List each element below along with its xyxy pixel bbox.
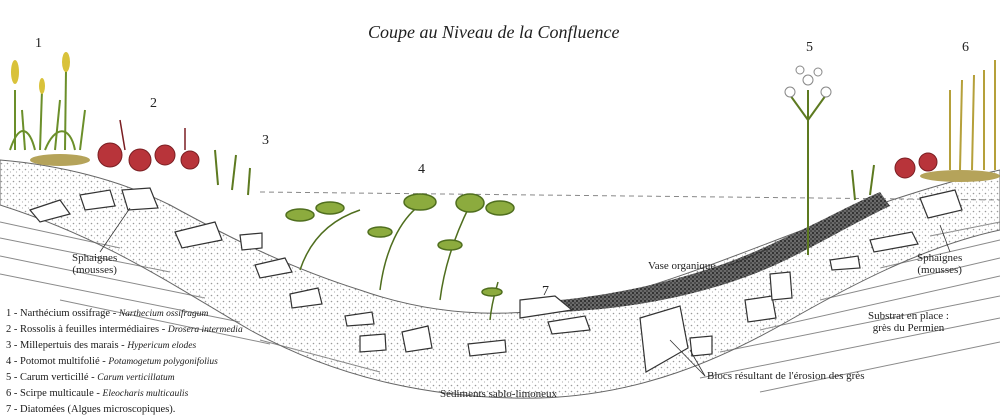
legend-scientific: Narthecium ossifragum — [119, 309, 208, 319]
legend-common: 1 - Narthécium ossifrage - — [6, 308, 119, 319]
label-sphaignes-left: Sphaignes (mousses) — [72, 252, 117, 276]
label-sediments: Sédiments sablo-limoneux — [440, 388, 557, 400]
legend-scientific: Carum verticillatum — [97, 373, 174, 383]
plants-hypericum — [215, 150, 874, 200]
legend-row: 1 - Narthécium ossifrage - Narthecium os… — [6, 306, 243, 322]
marker-2: 2 — [150, 96, 157, 112]
label-sphaignes-left-line2: (mousses) — [72, 264, 117, 276]
marker-4: 4 — [418, 162, 425, 178]
marker-6: 6 — [962, 40, 969, 56]
label-substrat-line1: Substrat en place : — [868, 310, 949, 322]
legend-common: 2 - Rossolis à feuilles intermédiaires - — [6, 324, 168, 335]
legend-scientific: Potamogetum polygonifolius — [108, 357, 218, 367]
label-blocs: Blocs résultant de l'érosion des grès — [707, 370, 864, 382]
species-legend: 1 - Narthécium ossifrage - Narthecium os… — [6, 306, 243, 418]
plants-narthecium — [10, 70, 85, 150]
label-sphaignes-right-line2: (mousses) — [917, 264, 962, 276]
diagram-title: Coupe au Niveau de la Confluence — [368, 22, 619, 43]
sphagnum-clumps — [30, 154, 1000, 182]
label-vase: Vase organique — [648, 260, 715, 272]
marker-5: 5 — [806, 40, 813, 56]
marker-7: 7 — [542, 284, 549, 300]
plants-drosera — [98, 143, 937, 178]
label-sphaignes-right: Sphaignes (mousses) — [917, 252, 962, 276]
drosera-stems — [120, 120, 185, 150]
legend-common: 7 - Diatomées (Algues microscopiques). — [6, 404, 175, 415]
legend-row: 4 - Potomot multifolié - Potamogetum pol… — [6, 354, 243, 370]
legend-common: 6 - Scirpe multicaule - — [6, 388, 103, 399]
marker-3: 3 — [262, 133, 269, 149]
label-sphaignes-right-line1: Sphaignes — [917, 252, 962, 264]
legend-row: 3 - Millepertuis des marais - Hypericum … — [6, 338, 243, 354]
plants-eleocharis — [950, 60, 995, 170]
legend-common: 3 - Millepertuis des marais - — [6, 340, 127, 351]
legend-scientific: Hypericum elodes — [127, 341, 196, 351]
legend-scientific: Drosera intermedia — [168, 325, 243, 335]
legend-row: 2 - Rossolis à feuilles intermédiaires -… — [6, 322, 243, 338]
legend-scientific: Eleocharis multicaulis — [103, 389, 189, 399]
flowers-narthecium — [11, 52, 70, 94]
label-substrat: Substrat en place : grès du Permien — [868, 310, 949, 334]
legend-row: 6 - Scirpe multicaule - Eleocharis multi… — [6, 386, 243, 402]
marker-1: 1 — [35, 36, 42, 52]
legend-common: 4 - Potomot multifolié - — [6, 356, 108, 367]
water-line — [260, 192, 1000, 200]
legend-row: 5 - Carum verticillé - Carum verticillat… — [6, 370, 243, 386]
legend-common: 5 - Carum verticillé - — [6, 372, 97, 383]
legend-row: 7 - Diatomées (Algues microscopiques). — [6, 402, 243, 418]
label-substrat-line2: grès du Permien — [868, 322, 949, 334]
label-sphaignes-left-line1: Sphaignes — [72, 252, 117, 264]
